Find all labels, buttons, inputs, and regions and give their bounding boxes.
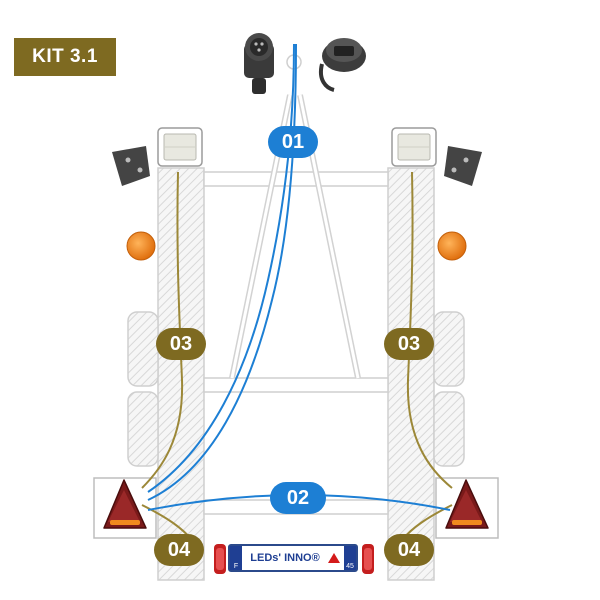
bracket-right-icon — [444, 146, 482, 186]
wire-03-right — [406, 171, 453, 489]
wheel-left-rear — [127, 391, 159, 467]
bracket-left-icon — [112, 146, 150, 186]
wheels — [127, 311, 465, 467]
cable-03-right-label: 03 — [384, 328, 434, 360]
cable-02-label: 02 — [270, 482, 326, 514]
plate-light-left-icon — [214, 544, 226, 574]
reversing-lamp-left-icon — [157, 127, 203, 167]
socket-13pin-icon — [319, 38, 366, 92]
top-crossbar — [203, 171, 389, 187]
mid-crossbar — [203, 377, 389, 393]
plate-text: LEDs' INNO® — [250, 552, 320, 564]
cable-01-label: 01 — [268, 126, 318, 158]
plate-number-code: 45 — [344, 546, 356, 570]
wire-01-a — [147, 43, 295, 493]
cable-04-right-label: 04 — [384, 534, 434, 566]
amber-reflector-left-icon — [126, 231, 156, 261]
reversing-lamp-right-icon — [391, 127, 437, 167]
kit-label: KIT 3.1 — [14, 38, 116, 76]
right-rail — [387, 167, 435, 581]
warning-triangle-icon — [328, 553, 340, 563]
wire-03-left — [141, 171, 184, 489]
amber-reflector-right-icon — [437, 231, 467, 261]
cable-03-left-label: 03 — [156, 328, 206, 360]
tail-light-right-icon — [445, 479, 489, 529]
wheel-right-front — [433, 311, 465, 387]
cable-04-left-label: 04 — [154, 534, 204, 566]
wheel-left-front — [127, 311, 159, 387]
wheel-right-rear — [433, 391, 465, 467]
plate-country-code: F — [230, 546, 242, 570]
plug-7pin-icon — [244, 33, 274, 94]
number-plate: F LEDs' INNO® 45 — [228, 544, 358, 572]
plate-light-right-icon — [362, 544, 374, 574]
tail-light-left-icon — [103, 479, 147, 529]
